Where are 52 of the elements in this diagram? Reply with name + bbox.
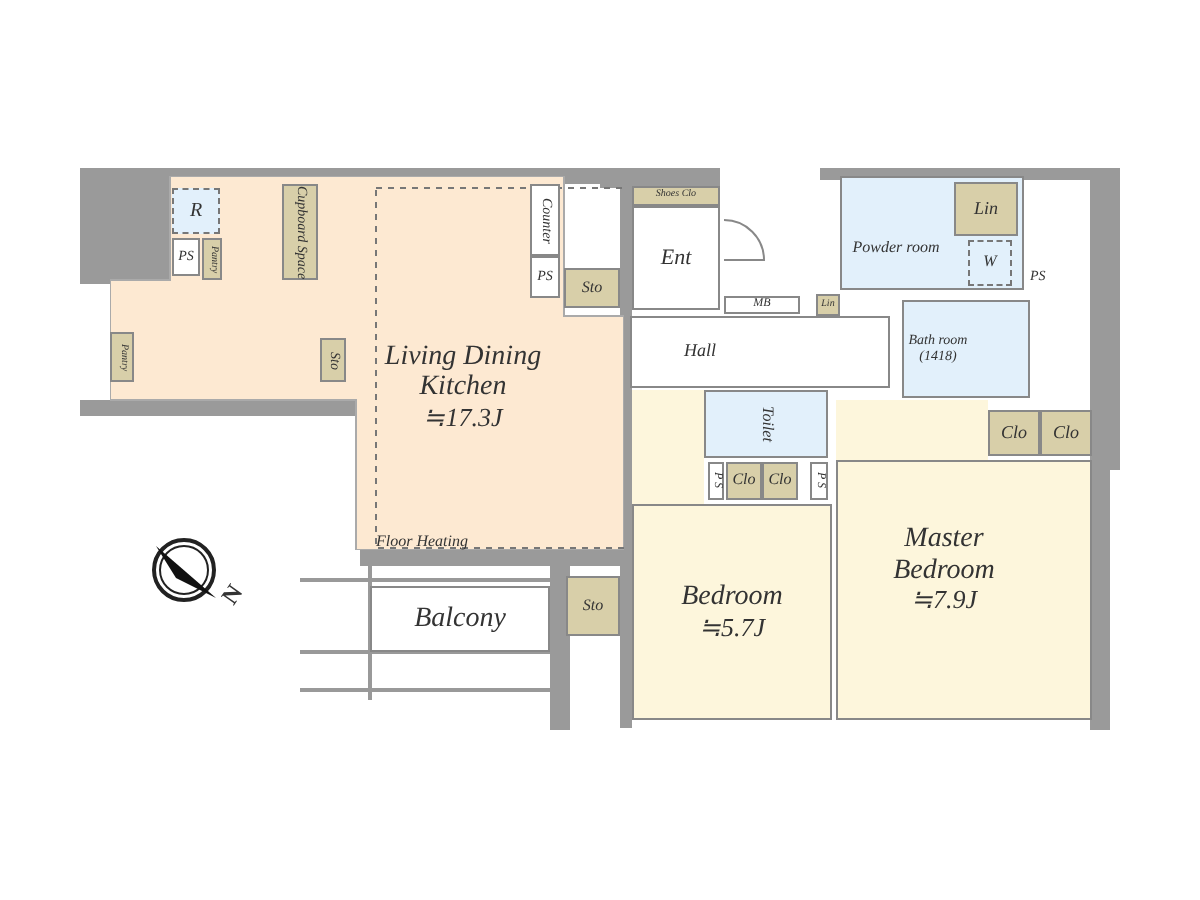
storage-label: W: [983, 254, 997, 272]
room-floor: [632, 206, 720, 310]
storage-unit: [810, 462, 828, 500]
storage-unit: [968, 240, 1012, 286]
room-name: Powder room: [852, 240, 940, 258]
storage-unit: [632, 186, 720, 206]
storage-unit: [202, 238, 222, 280]
storage-unit: [320, 338, 346, 382]
storage-label: Clo: [1052, 423, 1079, 443]
storage-unit: [530, 256, 560, 298]
room-area-size: ≒5.7J: [698, 613, 766, 642]
storage-unit: [172, 188, 220, 234]
storage-unit: [1040, 410, 1092, 456]
storage-label: Sto: [582, 597, 604, 615]
storage-label: R: [189, 200, 203, 222]
room-name: Hall: [683, 342, 716, 362]
room-floor: [630, 316, 890, 388]
room-floor: [902, 300, 1030, 398]
storage-unit: [172, 238, 200, 276]
storage-unit: [726, 462, 762, 500]
room-floor: [370, 586, 550, 652]
storage-label: Clo: [1000, 423, 1027, 443]
room-floor: [110, 176, 624, 550]
storage-unit: [564, 268, 620, 308]
room-name: Balcony: [414, 603, 506, 635]
storage-unit: [282, 184, 318, 280]
storage-unit: [566, 576, 620, 636]
storage-label: Clo: [768, 472, 792, 490]
room-floor: [704, 390, 828, 458]
storage-unit: [530, 184, 560, 256]
storage-unit: [762, 462, 798, 500]
room-name: Ent: [660, 245, 692, 271]
room-area-size: ≒17.3J: [423, 403, 503, 433]
storage-unit: [816, 294, 840, 316]
room-name: Master Bedroom: [891, 524, 997, 587]
storage-label: Clo: [732, 472, 756, 490]
room-name: Living Dining Kitchen: [382, 341, 544, 404]
room-area-size: ≒7.9J: [910, 586, 978, 616]
room-name: Bedroom: [681, 582, 783, 614]
storage-unit: [954, 182, 1018, 236]
room-floor: [632, 504, 832, 720]
storage-unit: [110, 332, 134, 382]
storage-unit: [708, 462, 724, 500]
room-floor: [836, 460, 1092, 720]
storage-label: Sto: [581, 279, 603, 297]
storage-label: Lin: [973, 199, 998, 219]
plan-label: Floor Heating: [376, 532, 468, 550]
room-name: Toilet: [757, 406, 775, 442]
storage-unit: [724, 296, 800, 314]
storage-unit: [988, 410, 1040, 456]
north-label: N: [215, 579, 250, 611]
room-floor: [840, 176, 1024, 290]
